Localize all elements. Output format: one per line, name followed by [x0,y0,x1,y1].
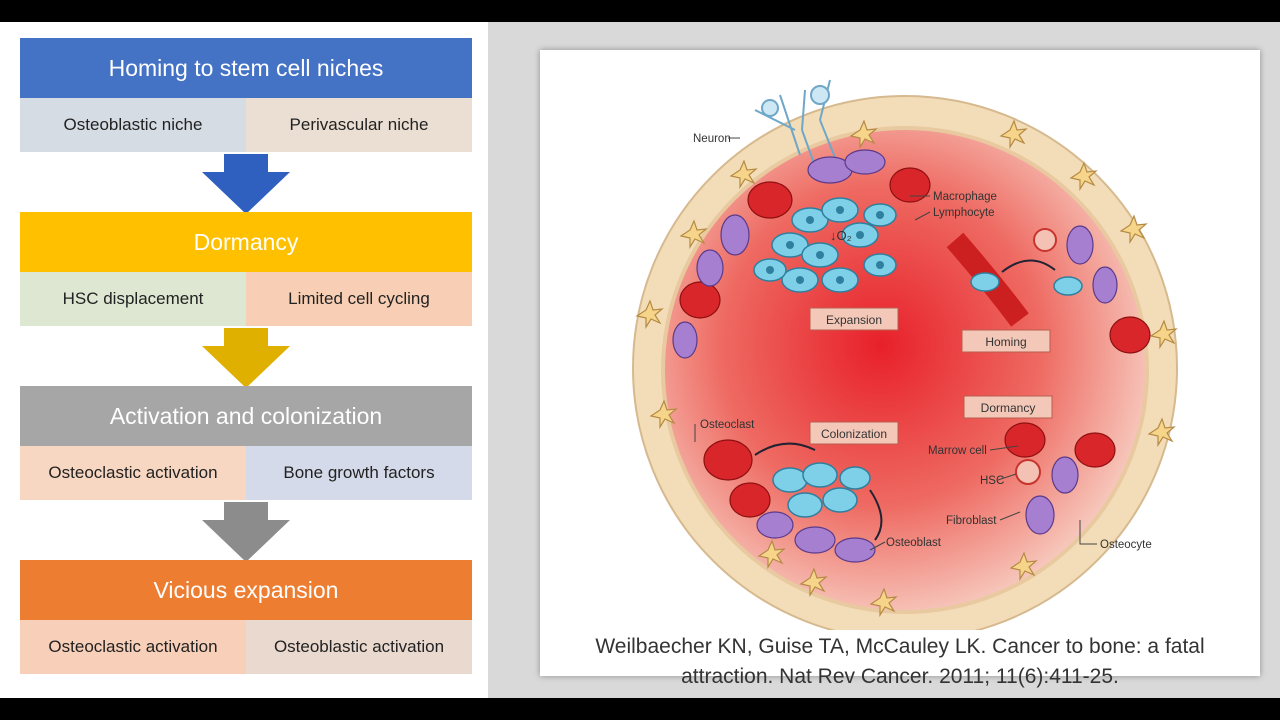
stage-title: Homing to stem cell niches [20,38,472,98]
stage-title: Vicious expansion [20,560,472,620]
expansion-label: Expansion [826,313,882,327]
tumor-cells-expansion [753,197,897,293]
stage-dormancy: Dormancy HSC displacement Limited cell c… [20,212,472,326]
stage-item: Limited cell cycling [246,272,472,326]
osteoclasts [679,167,1151,518]
stage-item: Bone growth factors [246,446,472,500]
neuron-icon [754,79,841,181]
macrophage-label: Macrophage [933,191,997,203]
lymphocyte-label: Lymphocyte [933,207,995,219]
colonization-arrow [869,489,883,541]
osteoblast-label: Osteoblast [886,537,942,549]
hsc-cell [1015,459,1041,485]
homing-arrow [1001,259,1056,273]
oxygen-label: ↓O₂ [830,228,852,243]
stage-activation: Activation and colonization Osteoclastic… [20,386,472,500]
homing-tumor-cell [1053,276,1083,296]
stage-item: Osteoblastic niche [20,98,246,152]
stage-item: Perivascular niche [246,98,472,152]
hsc-label: HSC [980,475,1004,487]
tumor-cells-colonization [772,462,871,518]
stage-item: HSC displacement [20,272,246,326]
citation-line: Weilbaecher KN, Guise TA, McCauley LK. C… [595,635,1205,658]
stage-title: Dormancy [20,212,472,272]
marrow-cell-label: Marrow cell [928,445,987,457]
citation-line: attraction. Nat Rev Cancer. 2011; 11(6):… [681,665,1119,688]
osteocyte-stars [635,119,1178,618]
callout-lines [694,137,1097,551]
fibroblast-label: Fibroblast [946,515,997,527]
dormancy-label: Dormancy [981,401,1036,415]
stage-title: Activation and colonization [20,386,472,446]
arrow-shape [202,154,290,214]
osteoblasts [672,149,1118,563]
stage-homing: Homing to stem cell niches Osteoblastic … [20,38,472,152]
colonization-label: Colonization [821,427,887,441]
hsc-cell [1033,228,1057,252]
osteoclast-label: Osteoclast [700,419,755,431]
citation: Weilbaecher KN, Guise TA, McCauley LK. C… [540,632,1260,692]
colonization-arrow [754,442,816,456]
down-arrow-icon [202,502,290,562]
down-arrow-icon [202,328,290,388]
stage-item: Osteoclastic activation [20,446,246,500]
arrow-shape [202,502,290,562]
homing-tumor-cell [970,272,1000,292]
slide: Homing to stem cell niches Osteoblastic … [0,22,1280,698]
stage-item: Osteoclastic activation [20,620,246,674]
neuron-label: Neuron [693,133,731,145]
down-arrow-icon [202,154,290,214]
stage-label-boxes [809,307,1053,445]
stage-expansion: Vicious expansion Osteoclastic activatio… [20,560,472,674]
figure-card: ↓O₂ [540,50,1260,688]
bone-metastasis-diagram: ↓O₂ [632,79,1178,641]
arrow-shape [202,328,290,388]
homing-label: Homing [985,335,1026,349]
stage-item: Osteoblastic activation [246,620,472,674]
osteocyte-label: Osteocyte [1100,539,1152,551]
